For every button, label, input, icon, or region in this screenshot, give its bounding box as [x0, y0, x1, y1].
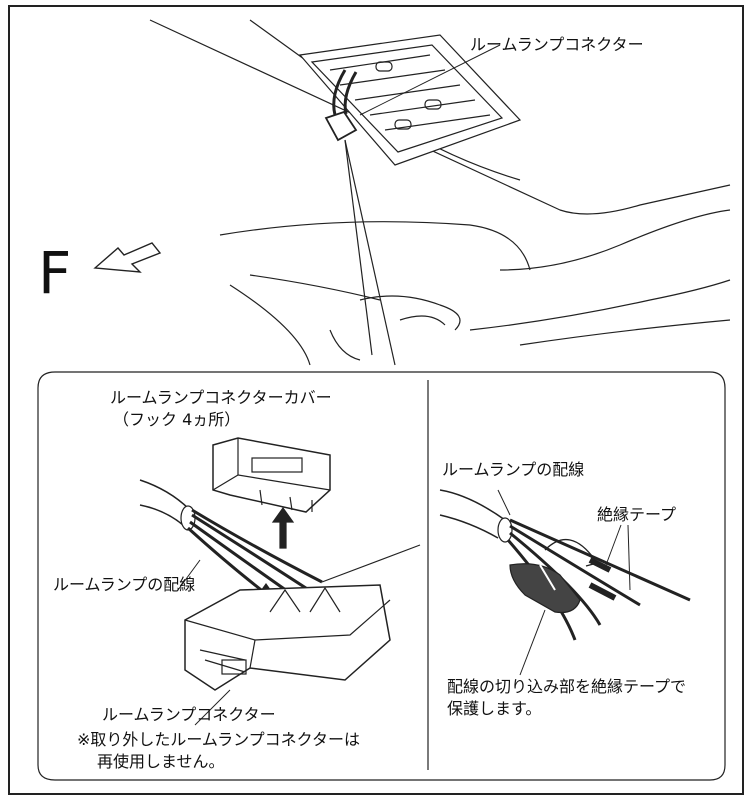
connector-cover: [212, 437, 331, 513]
ceiling-connector: [324, 44, 501, 366]
direction-label: F: [38, 239, 72, 307]
right-wiring-label: ルームランプの配線: [442, 460, 585, 479]
note-line1: ※取り外したルームランプコネクターは: [77, 730, 361, 749]
protect-label-line2: 保護します。: [447, 699, 542, 718]
forward-arrow-icon: [93, 242, 162, 273]
top-connector-label: ルームランプコネクター: [470, 35, 644, 54]
insulation-tape: [509, 563, 581, 614]
cover-label-line1: ルームランプコネクターカバー: [110, 388, 332, 407]
note-line2: 再使用しません。: [97, 752, 225, 771]
tape-label: 絶縁テープ: [597, 505, 677, 524]
protect-label-line1: 配線の切り込み部を絶縁テープで: [447, 677, 687, 696]
left-wiring-label: ルームランプの配線: [53, 575, 196, 594]
wiring-cable-right: [439, 489, 691, 641]
left-connector-label: ルームランプコネクター: [102, 705, 276, 724]
room-lamp-plate: [298, 34, 522, 166]
cover-label-line2: （フック 4ヵ所）: [113, 410, 241, 429]
connector-housing: [184, 584, 391, 691]
